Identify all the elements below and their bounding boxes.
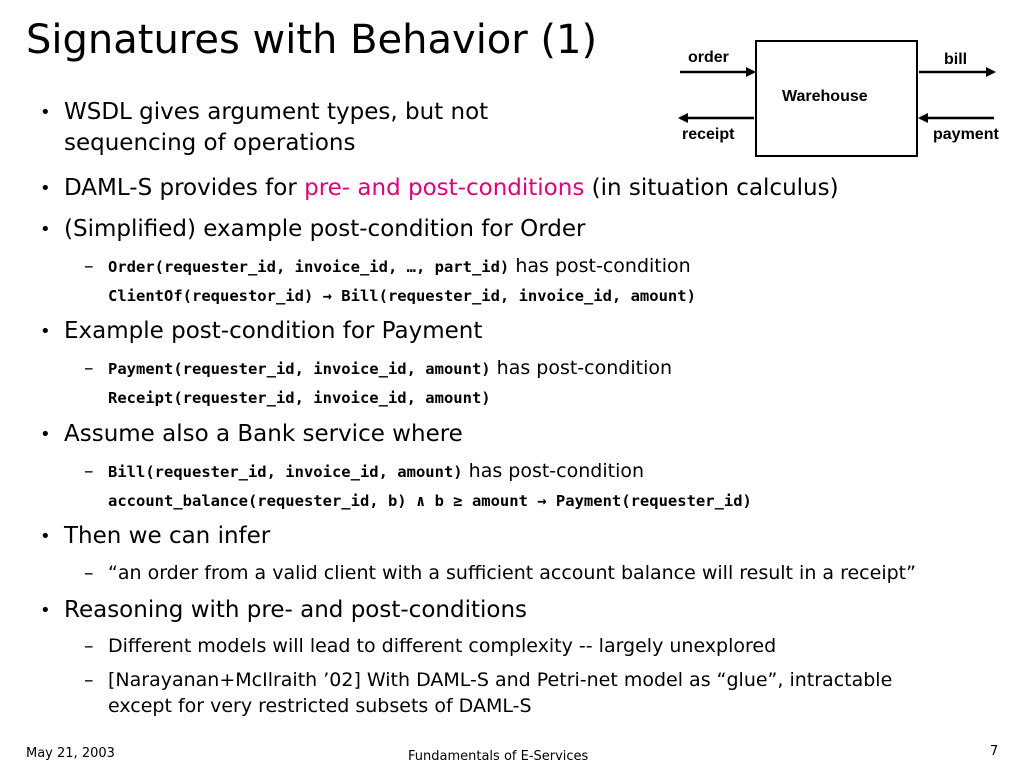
bullet-symbol: • xyxy=(40,321,51,342)
bullet-symbol: • xyxy=(40,600,51,621)
bullet-text: Reasoning with pre- and post-conditions xyxy=(64,597,527,623)
dash-symbol: – xyxy=(84,562,94,584)
payment-postcondition: Receipt(requester_id, invoice_id, amount… xyxy=(108,389,491,407)
bullet-text: Assume also a Bank service where xyxy=(64,421,463,447)
subbullet-text: [Narayanan+McIlraith ’02] With DAML-S an… xyxy=(108,669,893,691)
bullet-text-line2: sequencing of operations xyxy=(64,130,356,156)
bill-code: Bill(requester_id, invoice_id, amount) xyxy=(108,463,463,481)
slide-title: Signatures with Behavior (1) xyxy=(26,17,598,63)
highlight-pre-post-conditions: pre- and post-conditions xyxy=(304,175,585,201)
bullet-text: WSDL gives argument types, but not xyxy=(64,99,489,125)
dash-symbol: – xyxy=(84,255,94,277)
bullet-symbol: • xyxy=(40,526,51,547)
footer-date: May 21, 2003 xyxy=(26,746,115,761)
dash-symbol: – xyxy=(84,460,94,482)
order-code: Order(requester_id, invoice_id, …, part_… xyxy=(108,258,510,276)
order-label: order xyxy=(688,49,729,66)
bullet-symbol: • xyxy=(40,178,51,199)
payment-code: Payment(requester_id, invoice_id, amount… xyxy=(108,360,491,378)
warehouse-diagram: Warehouse order bill receipt payment xyxy=(660,30,1010,170)
subbullet-text-line2: except for very restricted subsets of DA… xyxy=(108,695,532,717)
bullet-text-before: DAML-S provides for xyxy=(64,175,305,201)
bullet-text: Then we can infer xyxy=(64,523,271,549)
order-text: has post-condition xyxy=(509,255,691,277)
footer-title: Fundamentals of E-Services xyxy=(408,749,589,764)
bill-text: has post-condition xyxy=(462,460,645,482)
dash-symbol: – xyxy=(84,635,94,657)
payment-text: has post-condition xyxy=(490,357,673,379)
receipt-label: receipt xyxy=(682,126,735,143)
bill-postcondition: account_balance(requester_id, b) ∧ b ≥ a… xyxy=(108,492,752,510)
subbullet-text: Order(requester_id, invoice_id, …, part_… xyxy=(108,253,691,280)
diagram-graphic xyxy=(678,40,996,157)
bullet-symbol: • xyxy=(40,219,51,240)
bullet-symbol: • xyxy=(40,102,51,123)
payment-label: payment xyxy=(933,126,999,143)
subbullet-text: Bill(requester_id, invoice_id, amount) h… xyxy=(108,458,644,485)
bill-label: bill xyxy=(944,51,968,68)
warehouse-box xyxy=(755,40,918,157)
order-postcondition: ClientOf(requestor_id) → Bill(requester_… xyxy=(108,287,696,305)
warehouse-label: Warehouse xyxy=(782,88,868,105)
page-number: 7 xyxy=(990,744,999,759)
dash-symbol: – xyxy=(84,357,94,379)
subbullet-text: Payment(requester_id, invoice_id, amount… xyxy=(108,355,672,382)
bullet-text: (Simplified) example post-condition for … xyxy=(64,216,586,242)
subbullet-text: “an order from a valid client with a suf… xyxy=(108,562,916,584)
dash-symbol: – xyxy=(84,669,94,691)
bullet-text-after: (in situation calculus) xyxy=(584,175,839,201)
bullet-symbol: • xyxy=(40,424,51,445)
bullet-text: Example post-condition for Payment xyxy=(64,318,483,344)
bullet-text: DAML-S provides for pre- and post-condit… xyxy=(64,173,839,204)
subbullet-text: Different models will lead to different … xyxy=(108,635,777,657)
